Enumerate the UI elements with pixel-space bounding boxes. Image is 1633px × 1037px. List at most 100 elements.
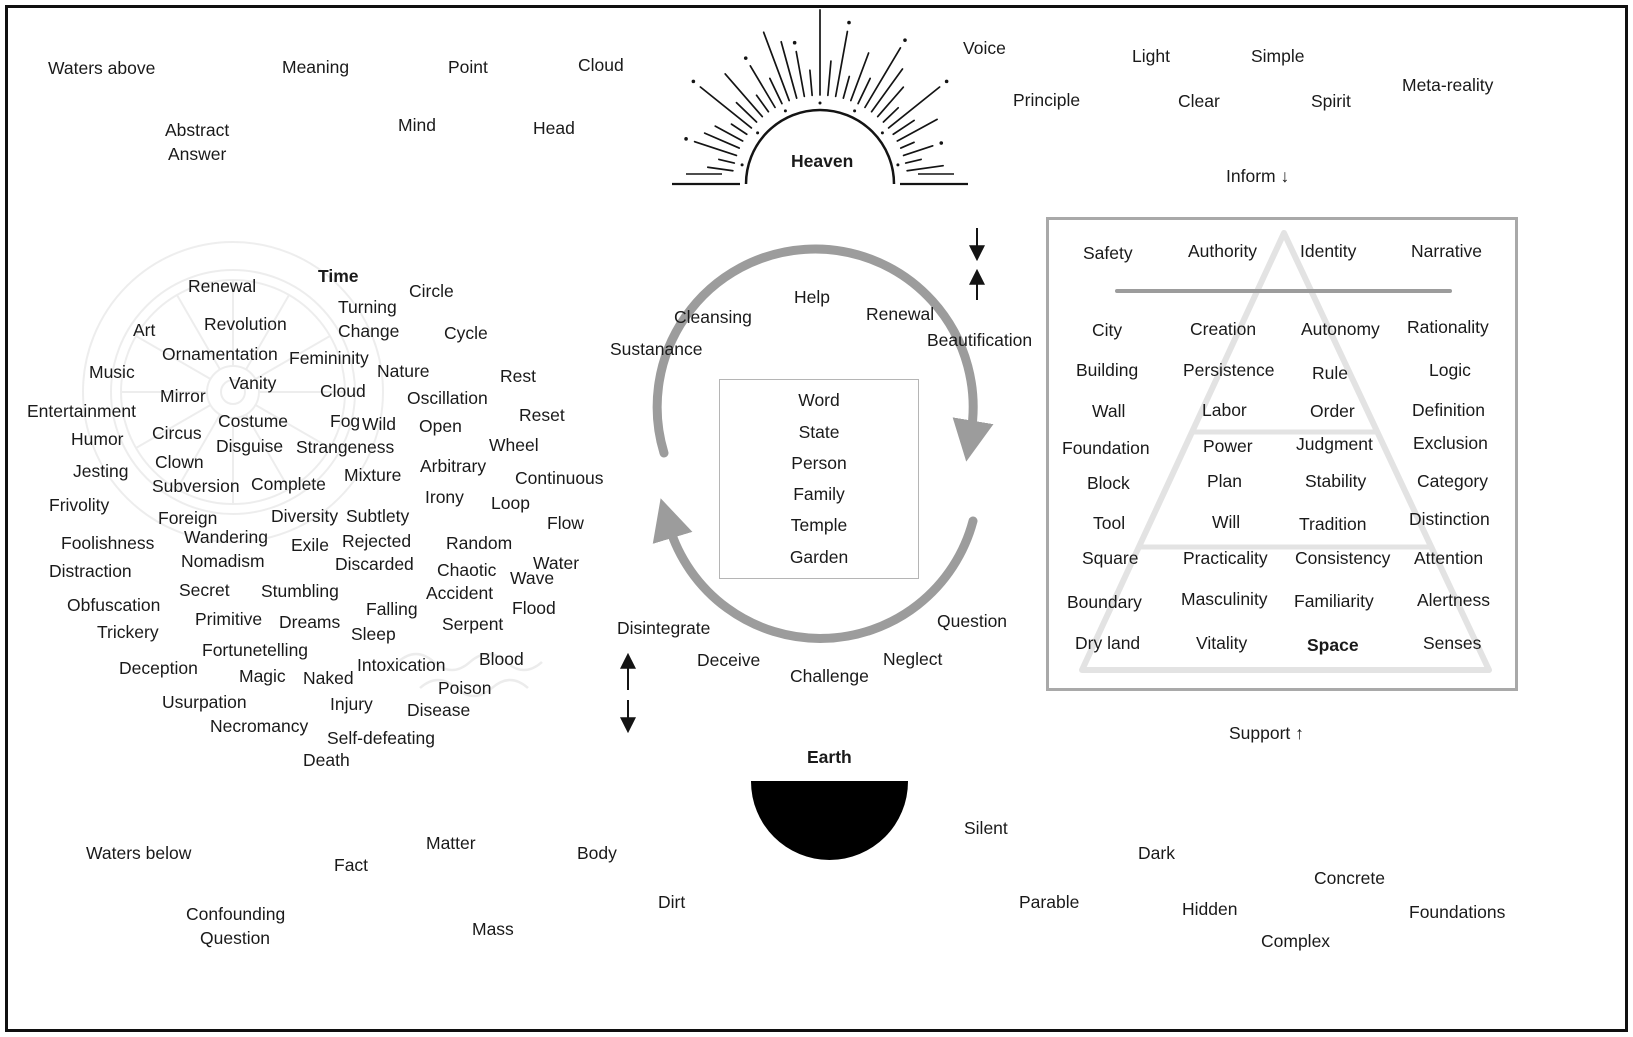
space-divider-line: [1115, 289, 1452, 293]
time-label: Vanity: [229, 373, 277, 393]
time-label: Flow: [547, 513, 584, 533]
cycle-arrows-icon: [652, 244, 994, 643]
cycle-label: Beautification: [927, 330, 1033, 350]
heaven-label: Spirit: [1311, 91, 1351, 111]
time-label: Disguise: [216, 436, 284, 456]
space-label: Building: [1076, 360, 1139, 380]
heaven-label: Heaven: [791, 151, 854, 171]
space-label: Attention: [1414, 548, 1484, 568]
cycle-label: Renewal: [866, 304, 935, 324]
time-label: Wild: [362, 414, 397, 434]
space-label: Alertness: [1417, 590, 1490, 610]
time-label: Magic: [239, 666, 286, 686]
time-label: Diversity: [271, 506, 339, 526]
time-label: Foreign: [158, 508, 218, 528]
time-label: Arbitrary: [420, 456, 487, 476]
space-label: Definition: [1412, 400, 1485, 420]
space-label: Rule: [1312, 363, 1348, 383]
time-label: Renewal: [188, 276, 257, 296]
time-label: Injury: [330, 694, 373, 714]
time-label: Irony: [425, 487, 464, 507]
space-label: Tradition: [1299, 514, 1367, 534]
time-label: Chaotic: [437, 560, 497, 580]
sun-icon: [672, 9, 968, 186]
time-label: Poison: [438, 678, 492, 698]
earth-label: Concrete: [1314, 868, 1386, 888]
space-label: Dry land: [1075, 633, 1141, 653]
heaven-label: Head: [533, 118, 575, 138]
time-label: Obfuscation: [67, 595, 161, 615]
space-label: Judgment: [1296, 434, 1373, 454]
heaven-label: Abstract: [165, 120, 230, 140]
cycle-label: Challenge: [790, 666, 869, 686]
wheel-watermark: [82, 241, 384, 543]
time-label: Death: [303, 750, 350, 770]
time-label: Necromancy: [210, 716, 309, 736]
heaven-label: Meaning: [282, 57, 350, 77]
time-label: Music: [89, 362, 135, 382]
time-label: Reset: [519, 405, 565, 425]
center-box-item: Temple: [790, 515, 848, 536]
space-label: Persistence: [1183, 360, 1275, 380]
center-box-item: Person: [791, 452, 847, 473]
time-label: Foolishness: [61, 533, 155, 553]
pyramid-watermark: [1079, 230, 1492, 673]
time-label: Fortunetelling: [202, 640, 309, 660]
time-label: Falling: [366, 599, 418, 619]
space-label: Consistency: [1295, 548, 1391, 568]
cycle-center-box: Word State Person Family Temple Garden: [719, 379, 919, 579]
space-label: Block: [1087, 473, 1130, 493]
earth-label: Body: [577, 843, 617, 863]
time-label: Blood: [479, 649, 524, 669]
space-label: Plan: [1207, 471, 1243, 491]
space-label: Tool: [1093, 513, 1126, 533]
earth-label: Hidden: [1182, 899, 1238, 919]
space-label: Labor: [1202, 400, 1247, 420]
space-label: Foundation: [1062, 438, 1150, 458]
heaven-label: Answer: [168, 144, 227, 164]
cycle-label: Cleansing: [674, 307, 752, 327]
center-box-item: Word: [798, 390, 840, 411]
space-label: City: [1092, 320, 1123, 340]
heaven-label: Voice: [963, 38, 1006, 58]
time-label: Trickery: [97, 622, 159, 642]
cycle-label: Sustanance: [610, 339, 703, 359]
space-label: Wall: [1092, 401, 1126, 421]
heaven-label: Waters above: [48, 58, 156, 78]
time-label: Random: [446, 533, 513, 553]
time-label: Jesting: [73, 461, 129, 481]
earth-label: Confounding: [186, 904, 286, 924]
time-label: Cloud: [320, 381, 366, 401]
cycle-label: Help: [794, 287, 830, 307]
time-label: Nomadism: [181, 551, 265, 571]
space-label: Autonomy: [1301, 319, 1380, 339]
time-label: Subversion: [152, 476, 240, 496]
time-label: Mixture: [344, 465, 402, 485]
time-label: Continuous: [515, 468, 604, 488]
time-label: Art: [133, 320, 156, 340]
space-label: Practicality: [1183, 548, 1268, 568]
space-label: Narrative: [1411, 241, 1482, 261]
space-label: Distinction: [1409, 509, 1490, 529]
earth-label: Mass: [472, 919, 514, 939]
waves-watermark: [397, 652, 543, 698]
time-label: Entertainment: [27, 401, 136, 421]
time-label: Nature: [377, 361, 430, 381]
time-label: Water: [533, 553, 580, 573]
time-label: Flood: [512, 598, 556, 618]
earth-label: Foundations: [1409, 902, 1506, 922]
earth-label: Dark: [1138, 843, 1175, 863]
space-label: Stability: [1305, 471, 1367, 491]
space-label: Power: [1203, 436, 1253, 456]
time-label: Frivolity: [49, 495, 110, 515]
earth-label: Complex: [1261, 931, 1331, 951]
time-label: Rejected: [342, 531, 412, 551]
time-label: Deception: [119, 658, 198, 678]
heaven-label: Inform ↓: [1226, 166, 1290, 186]
earth-label: Silent: [964, 818, 1008, 838]
time-label: Mirror: [160, 386, 206, 406]
time-label: Sleep: [351, 624, 396, 644]
space-label: Vitality: [1196, 633, 1248, 653]
